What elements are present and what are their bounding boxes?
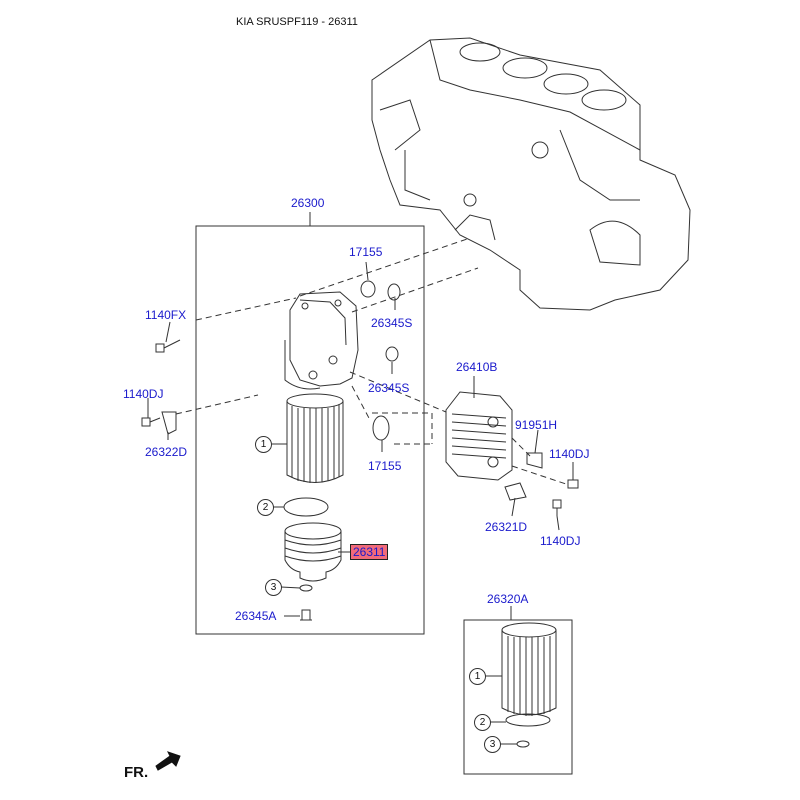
part-link-17155-b[interactable]: 17155 [368,459,402,473]
o-ring-2-drawing [505,713,551,727]
callout-3-b: 3 [484,736,501,753]
bolt-1140fx-drawing [155,339,181,353]
bolt-1140dj-a-drawing [141,417,161,427]
part-link-1140dj-c[interactable]: 1140DJ [540,534,581,548]
seal-17155-a-drawing [360,280,376,298]
callout-2-b: 2 [474,714,491,731]
drain-plug-drawing [300,609,312,621]
part-link-1140dj-a[interactable]: 1140DJ [123,387,164,401]
seal-26345s-a-drawing [387,283,401,301]
filter-element-drawing [286,393,344,483]
bracket-26322d-drawing [161,411,177,435]
part-link-91951h[interactable]: 91951H [515,418,558,432]
callout-1-b: 1 [469,668,486,685]
part-link-26322d[interactable]: 26322D [145,445,188,459]
diagram-title: KIA SRUSPF119 - 26311 [236,16,358,28]
filter-housing-drawing [284,291,359,390]
filter-element-2-drawing [501,622,557,716]
part-link-26320a[interactable]: 26320A [487,592,529,606]
front-arrow-icon [155,751,181,771]
oil-cooler-drawing [445,391,513,481]
bracket-26321d-drawing [504,482,527,501]
front-label: FR. [124,764,149,781]
part-link-1140fx[interactable]: 1140FX [145,308,187,322]
callout-2: 2 [257,499,274,516]
bolt-1140dj-b-drawing [567,479,579,489]
part-link-17155-a[interactable]: 17155 [349,245,383,259]
filter-cap-drawing [284,522,342,582]
part-link-1140dj-b[interactable]: 1140DJ [549,447,590,461]
engine-block-drawing [371,37,691,311]
small-o-ring-2-drawing [516,740,530,748]
bracket-91951h-drawing [526,452,543,469]
part-link-26410b[interactable]: 26410B [456,360,498,374]
part-link-26345s-b[interactable]: 26345S [368,381,410,395]
callout-3: 3 [265,579,282,596]
seal-26345s-b-drawing [385,346,399,362]
small-o-ring-drawing [299,584,313,592]
assembly-26320a-frame [463,619,573,775]
part-link-26345a[interactable]: 26345A [235,609,277,623]
bolt-1140dj-c-drawing [552,499,562,516]
seal-17155-b-drawing [372,415,390,441]
part-link-26345s-a[interactable]: 26345S [371,316,413,330]
part-link-26311-highlighted[interactable]: 26311 [350,544,389,560]
part-link-26321d[interactable]: 26321D [485,520,528,534]
o-ring-drawing [283,497,329,517]
part-link-26300[interactable]: 26300 [291,196,325,210]
callout-1: 1 [255,436,272,453]
